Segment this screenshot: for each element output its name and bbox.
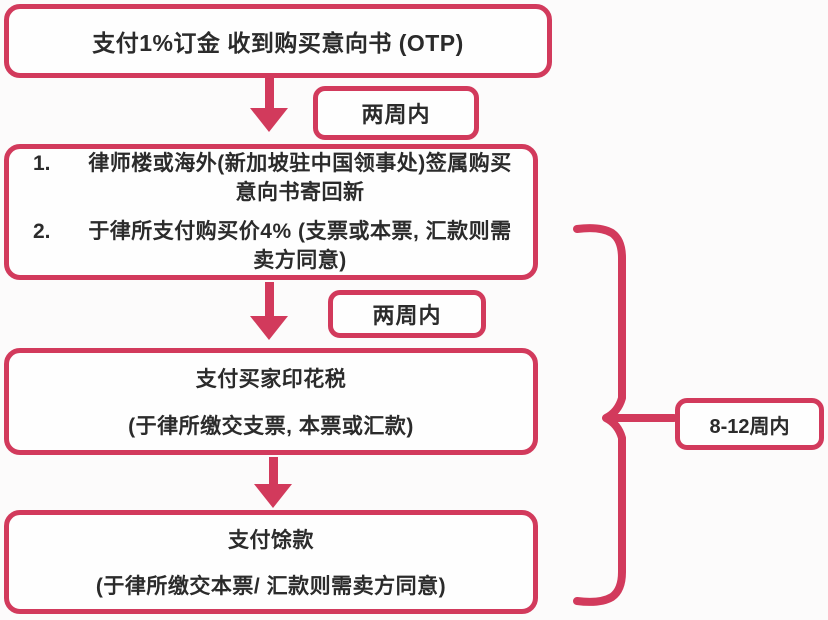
list-item-text: 律师楼或海外(新加坡驻中国领事处)签属购买意向书寄回新 (88, 152, 512, 204)
flow-arrow-2 (250, 282, 288, 340)
down-arrow-head-icon (250, 108, 288, 132)
step-3-box: 支付买家印花税 (于律所缴交支票, 本票或汇款) (4, 348, 538, 455)
duration-label: 8-12周内 (709, 415, 790, 438)
step-2-box: 1. 律师楼或海外(新加坡驻中国领事处)签属购买意向书寄回新 2. 于律所支付购… (4, 144, 538, 280)
down-arrow-head-icon (250, 316, 288, 340)
interval-1-label: 两周内 (361, 102, 431, 127)
down-arrow-icon (264, 282, 274, 316)
flow-arrow-1 (250, 78, 288, 132)
list-item: 2. 于律所支付购买价4% (支票或本票, 汇款则需卖方同意) (17, 217, 519, 275)
down-arrow-head-icon (254, 484, 292, 508)
list-item-text: 于律所支付购买价4% (支票或本票, 汇款则需卖方同意) (88, 220, 512, 272)
list-item-number: 1. (33, 152, 51, 175)
duration-badge: 8-12周内 (675, 398, 824, 450)
interval-badge-1: 两周内 (313, 86, 479, 140)
step-1-label: 支付1%订金 收到购买意向书 (OTP) (92, 30, 464, 56)
step-4-box: 支付馀款 (于律所缴交本票/ 汇款则需卖方同意) (4, 510, 538, 614)
step-3-subtitle: (于律所缴交支票, 本票或汇款) (128, 415, 414, 438)
flow-arrow-3 (254, 457, 292, 508)
interval-2-label: 两周内 (372, 303, 442, 328)
down-arrow-icon (264, 78, 274, 108)
interval-badge-2: 两周内 (328, 290, 486, 338)
step-4-subtitle: (于律所缴交本票/ 汇款则需卖方同意) (95, 575, 447, 598)
step-4-title: 支付馀款 (228, 529, 314, 552)
duration-brace (573, 224, 678, 606)
list-item: 1. 律师楼或海外(新加坡驻中国领事处)签属购买意向书寄回新 (17, 149, 519, 207)
list-item-number: 2. (33, 220, 51, 243)
down-arrow-icon (268, 457, 278, 484)
step-1-box: 支付1%订金 收到购买意向书 (OTP) (4, 4, 552, 78)
step-3-title: 支付买家印花税 (195, 368, 347, 391)
